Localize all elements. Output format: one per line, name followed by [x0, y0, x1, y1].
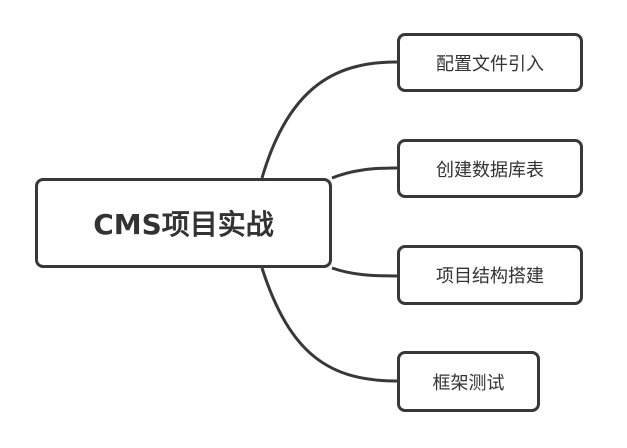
subtopic-project-structure[interactable]: 项目结构搭建 [397, 245, 583, 305]
subtopic-label: 框架测试 [432, 372, 505, 394]
connector-to-child-1 [331, 166, 398, 180]
connector-to-child-0 [260, 60, 398, 179]
subtopic-create-db-table[interactable]: 创建数据库表 [397, 139, 583, 198]
subtopic-framework-test[interactable]: 框架测试 [397, 351, 540, 412]
root-topic[interactable]: CMS项目实战 [35, 178, 332, 268]
subtopic-label: 配置文件引入 [436, 53, 544, 75]
subtopic-label: 创建数据库表 [436, 159, 544, 181]
connector-to-child-2 [331, 266, 398, 278]
subtopic-config-file[interactable]: 配置文件引入 [397, 33, 583, 92]
subtopic-label: 项目结构搭建 [436, 266, 544, 287]
root-topic-label: CMS项目实战 [93, 208, 274, 241]
connector-to-child-3 [260, 267, 398, 383]
